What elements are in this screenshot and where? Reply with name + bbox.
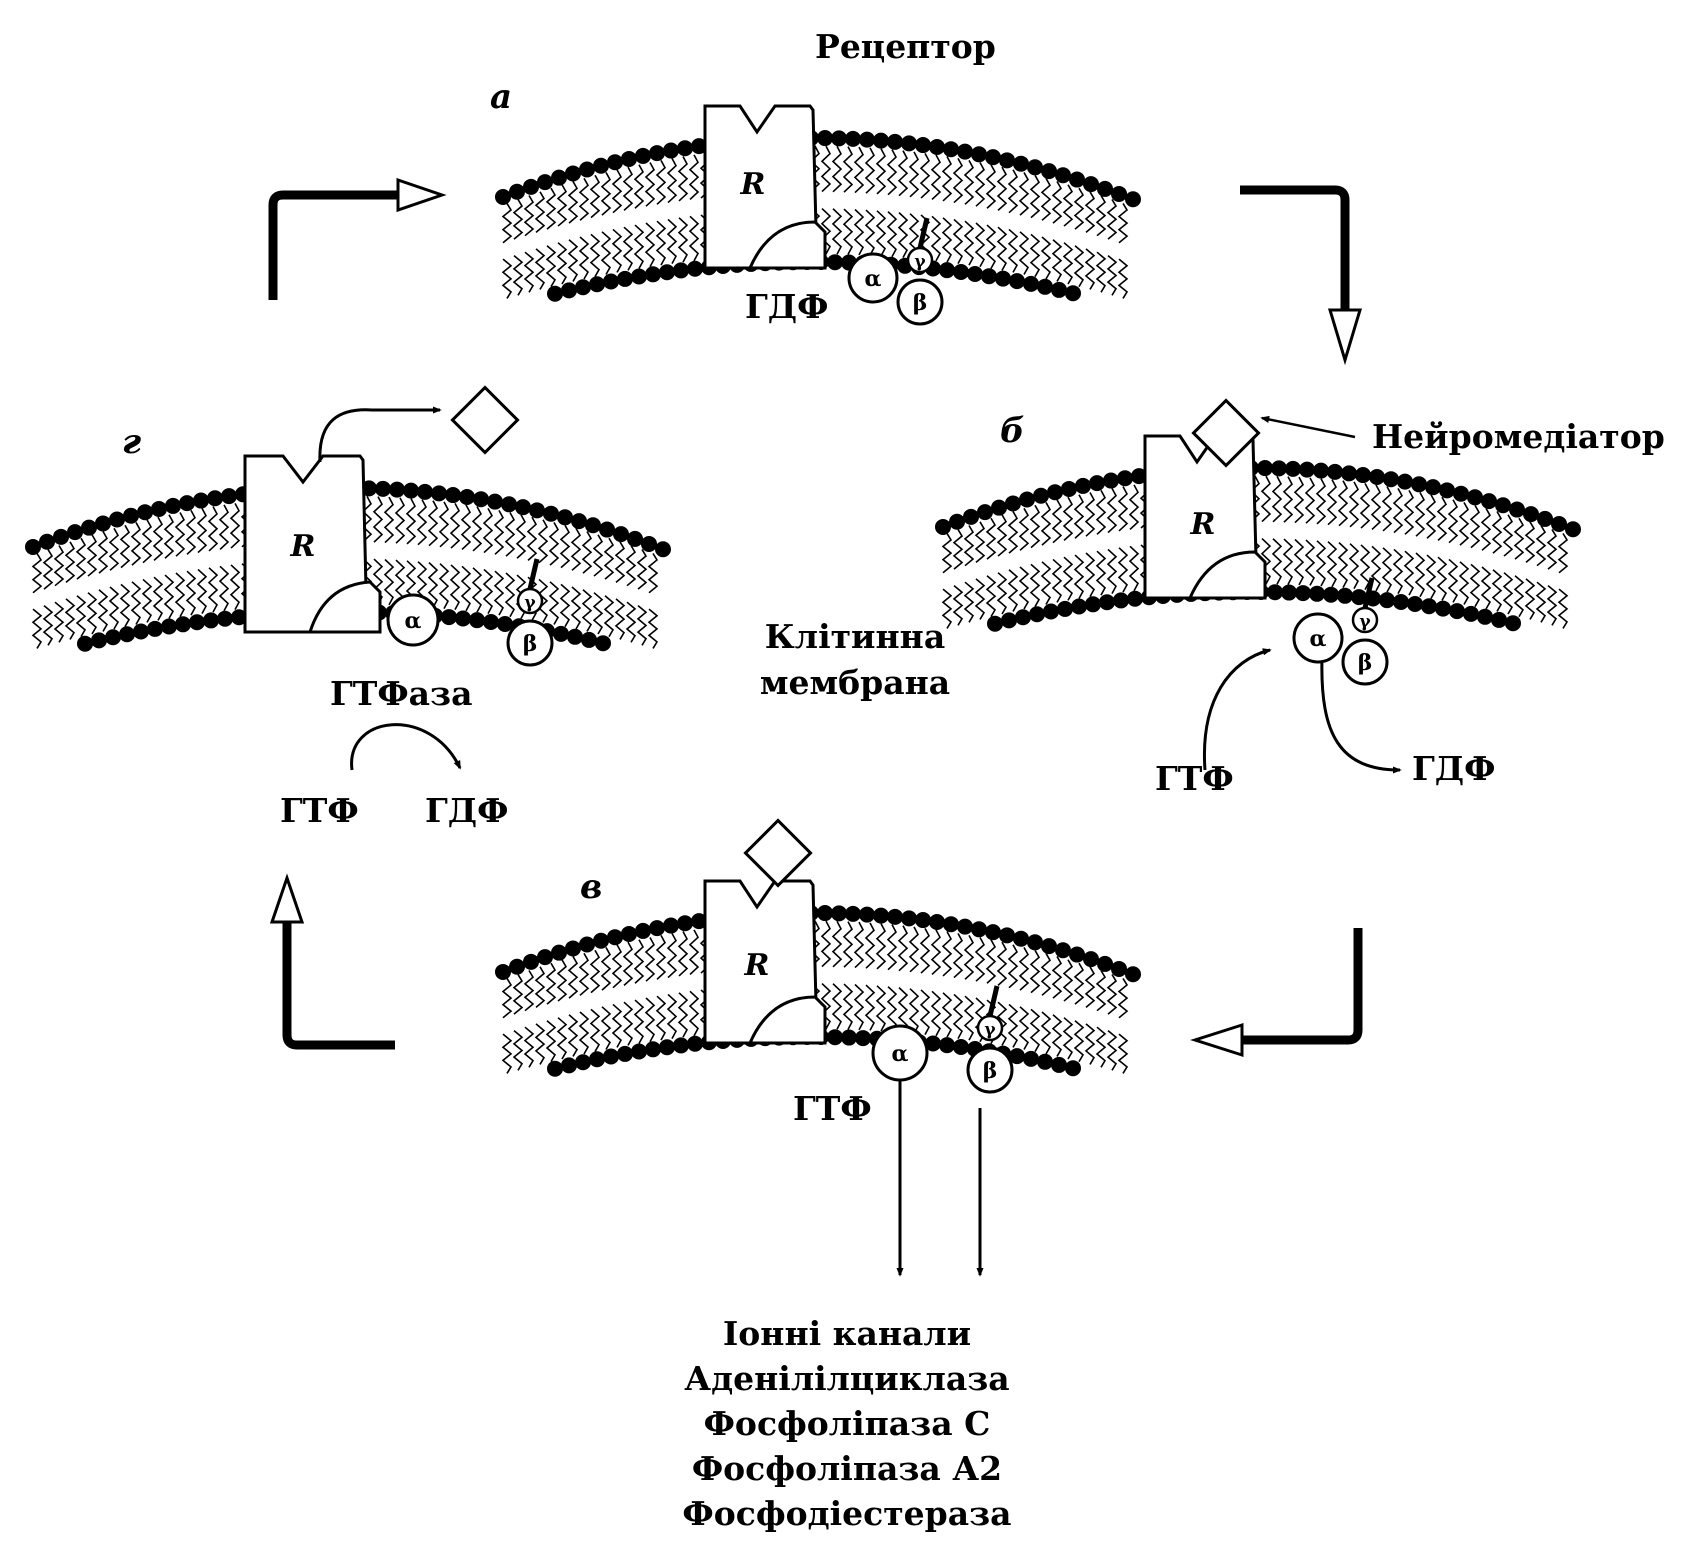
beta-label-a: β	[913, 290, 928, 316]
neurotransmitter-caption: Нейромедіатор	[1372, 417, 1665, 456]
target-adenylyl-cyclase: Аденілілциклаза	[684, 1359, 1009, 1398]
panel-b: б Нейромедіатор ГТФ ГДФ R α β γ	[935, 398, 1665, 798]
beta-label-v: β	[983, 1058, 998, 1084]
cycle-arrow-g-to-a	[268, 177, 447, 300]
membrane-b	[935, 460, 1581, 632]
receptor-label-v: R	[744, 948, 770, 983]
receptor-v: R	[703, 879, 827, 1045]
gdp-label-g: ГДФ	[425, 791, 508, 830]
cycle-arrow-v-to-g	[269, 873, 395, 1050]
panel-a: а ГДФ R α β γ Рецептор	[490, 27, 1141, 326]
gtp-label-b: ГТФ	[1155, 759, 1234, 798]
panel-v: в ГТФ Іонні канали Аденілілциклаза Фосфо…	[495, 818, 1141, 1533]
gdp-label-a: ГДФ	[745, 287, 828, 326]
panel-letter-v: в	[580, 867, 602, 907]
gtp-in-arrow	[1202, 648, 1272, 771]
gamma-label-b: γ	[1359, 612, 1371, 632]
alpha-label-a: α	[865, 266, 882, 292]
g-protein-g: α β γ	[386, 558, 554, 667]
receptor-caption: Рецептор	[815, 27, 996, 66]
alpha-label-v: α	[892, 1041, 909, 1067]
receptor-g: R	[243, 454, 382, 634]
receptor-a: R	[703, 104, 827, 270]
gtp-label-g: ГТФ	[280, 791, 359, 830]
receptor-label-g: R	[290, 529, 316, 564]
panel-letter-g: г	[122, 422, 141, 462]
panel-letter-a: а	[490, 77, 512, 117]
alpha-label-g: α	[405, 608, 422, 634]
gamma-label-g: γ	[524, 593, 536, 613]
gtpase-caption: ГТФаза	[330, 674, 472, 713]
g-protein-v: α β γ	[871, 985, 1014, 1094]
receptor-label-b: R	[1190, 507, 1216, 542]
gamma-label-v: γ	[984, 1020, 996, 1040]
gdp-label-b: ГДФ	[1412, 749, 1495, 788]
panel-letter-b: б	[1000, 411, 1025, 451]
membrane-caption-line1: Клітинна	[765, 617, 945, 656]
beta-label-g: β	[523, 631, 538, 657]
panel-g: г ГТФаза ГТФ ГДФ R α β γ	[25, 385, 671, 830]
membrane-v	[495, 905, 1141, 1077]
ligand-release-arrow	[318, 406, 442, 463]
beta-label-b: β	[1358, 650, 1373, 676]
gamma-label-a: γ	[914, 252, 926, 272]
membrane-a	[495, 130, 1141, 302]
gtp-label-v: ГТФ	[793, 1089, 872, 1128]
ligand-bound-b	[1191, 398, 1261, 468]
cycle-arrow-a-to-b	[1240, 185, 1363, 366]
g-protein-a: α β γ	[847, 217, 944, 326]
gdp-out-arrow	[1320, 657, 1402, 774]
target-phosphodiesterase: Фосфодіестераза	[682, 1494, 1011, 1533]
target-phospholipase-a2: Фосфоліпаза А2	[692, 1449, 1002, 1488]
membrane-caption-line2: мембрана	[760, 663, 950, 702]
g-protein-b: α β γ	[1292, 577, 1389, 686]
receptor-b: R	[1143, 434, 1267, 600]
target-phospholipase-c: Фосфоліпаза С	[704, 1404, 991, 1443]
hydrolysis-arrow	[350, 723, 462, 771]
receptor-label-a: R	[740, 167, 766, 202]
neurotransmitter-pointer	[1260, 415, 1356, 439]
alpha-label-b: α	[1310, 626, 1327, 652]
cycle-arrow-b-to-v	[1190, 928, 1363, 1058]
ligand-released-g	[450, 385, 520, 455]
effector-targets: Іонні канали Аденілілциклаза Фосфоліпаза…	[682, 1314, 1011, 1533]
ligand-bound-v	[743, 818, 813, 888]
target-ion-channels: Іонні канали	[723, 1314, 971, 1353]
